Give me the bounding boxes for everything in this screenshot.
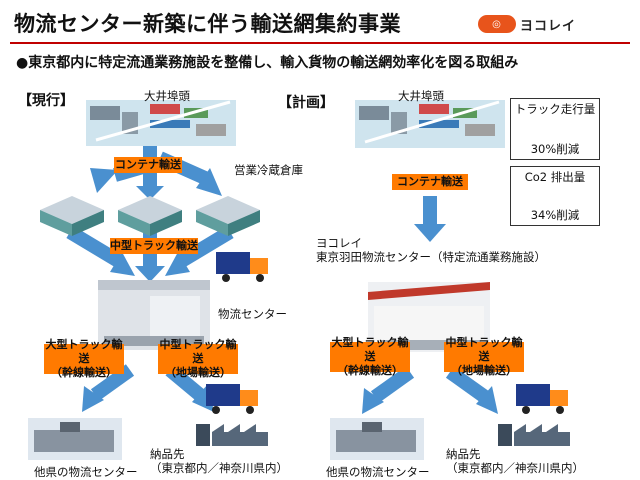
plan-heading: 【計画】 xyxy=(278,95,334,111)
metric-box-co2: Co2 排出量 34%削減 xyxy=(510,166,600,226)
plan-container-label: コンテナ輸送 xyxy=(392,174,468,190)
port-photo-plan xyxy=(355,100,505,148)
current-local-truck-label: 中型トラック輸送 （地場輸送） xyxy=(158,338,238,379)
current-delivery-label: 納品先 （東京都内／神奈川県内） xyxy=(150,447,288,475)
warehouse-icon xyxy=(196,196,260,236)
logistics-center-photo xyxy=(98,280,210,350)
logo-mark-icon: ◎ xyxy=(478,15,516,33)
metric-label: トラック走行量 xyxy=(514,102,596,116)
logo-text: ヨコレイ xyxy=(520,18,577,34)
metric-box-truck: トラック走行量 30%削減 xyxy=(510,98,600,160)
warehouse-icon xyxy=(118,196,182,236)
port-photo-current xyxy=(86,100,236,146)
current-large-truck-label: 大型トラック輸送 （幹線輸送） xyxy=(44,338,124,379)
other-center-photo xyxy=(330,418,424,460)
current-other-center-label: 他県の物流センター xyxy=(34,465,138,479)
metric-value: 34%削減 xyxy=(530,208,580,222)
plan-delivery-label: 納品先 （東京都内／神奈川県内） xyxy=(446,447,584,475)
truck-icon xyxy=(516,384,568,414)
plan-local-truck-label: 中型トラック輸送 （地場輸送） xyxy=(444,336,524,377)
plan-large-truck-label: 大型トラック輸送 （幹線輸送） xyxy=(330,336,410,377)
truck-icon xyxy=(206,384,258,414)
current-heading: 【現行】 xyxy=(18,93,74,109)
factory-icon xyxy=(498,424,570,446)
plan-port-label: 大井埠頭 xyxy=(398,89,444,103)
page-title: 物流センター新築に伴う輸送網集約事業 xyxy=(14,12,401,36)
arrow-plan-port-to-facility xyxy=(414,196,446,242)
truck-icon xyxy=(216,252,268,282)
factory-icon xyxy=(196,424,268,446)
title-divider xyxy=(10,42,630,44)
plan-other-center-label: 他県の物流センター xyxy=(326,465,430,479)
page-subtitle: ●東京都内に特定流通業務施設を整備し、輸入貨物の輸送網効率化を図る取組み xyxy=(16,55,519,71)
warehouse-icon xyxy=(40,196,104,236)
metric-label: Co2 排出量 xyxy=(524,170,586,184)
medium-truck-label: 中型トラック輸送 xyxy=(110,238,198,254)
haneda-facility-label: ヨコレイ 東京羽田物流センター（特定流通業務施設） xyxy=(316,236,546,265)
metric-value: 30%削減 xyxy=(530,142,580,156)
cold-storage-label: 営業冷蔵倉庫 xyxy=(234,163,303,177)
company-logo: ◎ ヨコレイ xyxy=(478,12,628,36)
current-container-label: コンテナ輸送 xyxy=(114,157,182,173)
haneda-center-photo xyxy=(368,282,490,352)
logistics-center-label: 物流センター xyxy=(218,307,287,321)
current-port-label: 大井埠頭 xyxy=(144,89,190,103)
other-center-photo xyxy=(28,418,122,460)
arrow-plan-facility-to-destinations xyxy=(362,366,498,414)
